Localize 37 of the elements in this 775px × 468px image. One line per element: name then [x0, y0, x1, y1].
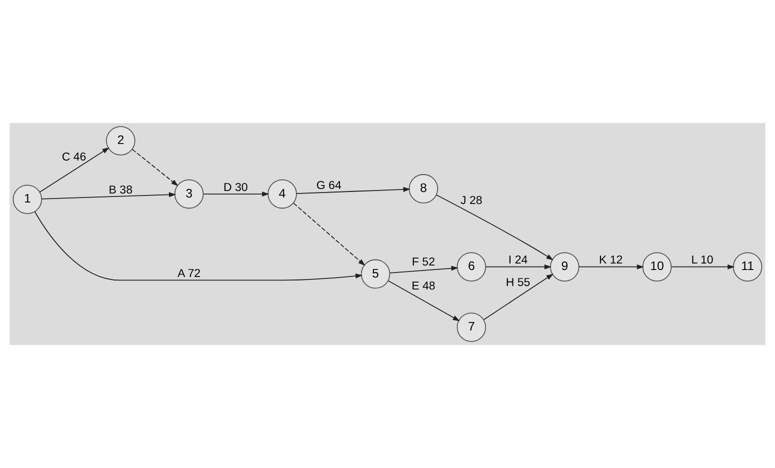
node-circle: 9 — [550, 252, 580, 282]
node-circle: 2 — [106, 126, 136, 156]
node-circle: 11 — [732, 252, 762, 282]
node-circle: 6 — [456, 252, 486, 282]
node-circle: 3 — [174, 179, 204, 209]
arrow — [34, 211, 363, 281]
edge-label: G 64 — [316, 180, 342, 192]
node-circle: 5 — [360, 259, 390, 289]
arrow — [389, 266, 458, 274]
arrow — [293, 202, 366, 266]
edge-label: K 12 — [598, 254, 623, 267]
edge-label: D 30 — [223, 182, 248, 194]
edge-label: L 10 — [691, 254, 714, 267]
arrow — [485, 264, 552, 270]
edge-label: H 55 — [506, 276, 530, 289]
arrow — [132, 148, 178, 186]
edge-label: I 24 — [508, 254, 528, 267]
edge-label: F 52 — [412, 256, 436, 268]
edge-label: B 38 — [108, 184, 133, 197]
node-circle: 10 — [642, 252, 672, 282]
arrow — [670, 264, 735, 270]
arrow — [39, 147, 110, 192]
arrow — [41, 192, 176, 200]
arrow — [436, 194, 554, 260]
edge-label: C 46 — [62, 152, 86, 164]
arrow — [388, 280, 460, 322]
edge-label: J 28 — [460, 195, 482, 208]
node-circle: 1 — [12, 184, 42, 214]
node-circle: 8 — [408, 174, 438, 204]
arrow — [202, 192, 270, 197]
edge-label: E 48 — [412, 280, 436, 292]
arrow — [578, 264, 644, 270]
arrow — [296, 186, 410, 194]
edge-label: A 72 — [177, 268, 201, 280]
node-circle: 4 — [268, 179, 297, 209]
arrow — [483, 274, 554, 320]
node-circle: 7 — [456, 312, 486, 342]
